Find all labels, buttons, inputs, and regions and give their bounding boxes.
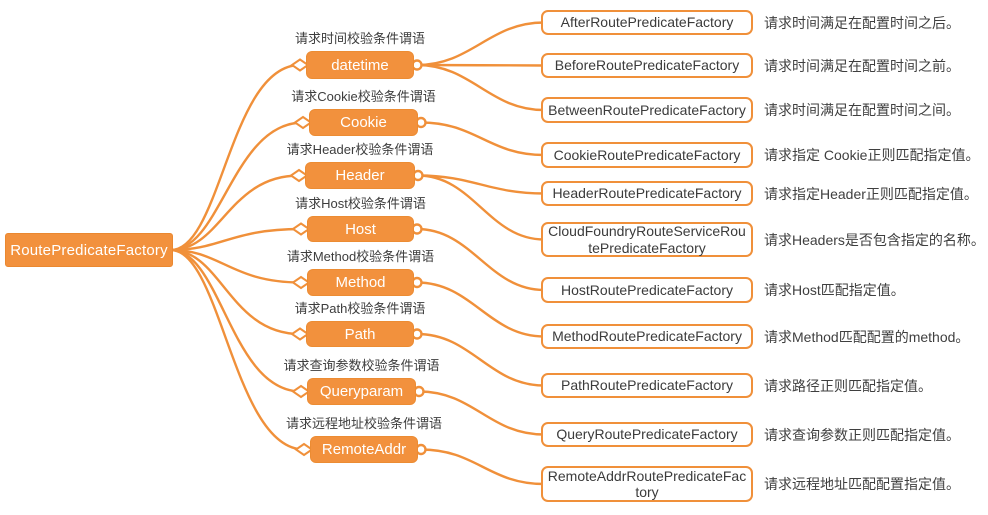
factory-node: PathRoutePredicateFactory: [541, 373, 753, 398]
branch-tag: 请求Header校验条件谓语: [286, 142, 434, 157]
edge-curve: [169, 174, 301, 252]
branch-node: Method: [307, 269, 414, 296]
factory-node: BetweenRoutePredicateFactory: [541, 97, 753, 123]
edge-curve: [415, 332, 546, 387]
factory-node: MethodRoutePredicateFactory: [541, 324, 753, 349]
root-node: RoutePredicateFactory: [5, 233, 173, 267]
edge-curve: [415, 227, 546, 292]
edge-curve: [169, 63, 302, 252]
edge-curve: [415, 281, 546, 338]
factory-desc: 请求远程地址匹配配置指定值。: [764, 476, 960, 492]
branch-node: Header: [305, 162, 415, 189]
branch-tag: 请求Method校验条件谓语: [286, 249, 435, 264]
branch-tag: 请求查询参数校验条件谓语: [283, 358, 440, 373]
branch-node: datetime: [306, 51, 414, 79]
branch-node: Cookie: [309, 109, 418, 136]
factory-node: QueryRoutePredicateFactory: [541, 422, 753, 447]
edge-curve: [415, 63, 546, 67]
branch-tag: 请求时间校验条件谓语: [294, 31, 426, 46]
factory-node: AfterRoutePredicateFactory: [541, 10, 753, 35]
edge-curve: [419, 121, 546, 157]
branch-tag: 请求Cookie校验条件谓语: [291, 89, 436, 104]
factory-desc: 请求查询参数正则匹配指定值。: [764, 426, 960, 443]
edge-curve: [169, 248, 303, 393]
branch-node: Queryparam: [307, 378, 416, 405]
edge-curve: [416, 174, 546, 195]
factory-desc: 请求Method匹配配置的method。: [764, 328, 970, 345]
branch-tag: 请求远程地址校验条件谓语: [285, 416, 443, 431]
factory-desc: 请求时间满足在配置时间之后。: [764, 14, 960, 31]
edge-curve: [169, 227, 303, 252]
factory-node: HeaderRoutePredicateFactory: [541, 181, 753, 206]
branch-tag: 请求Host校验条件谓语: [295, 196, 426, 211]
branch-node: RemoteAddr: [310, 436, 418, 463]
factory-desc: 请求指定 Cookie正则匹配指定值。: [764, 147, 980, 163]
edge-curve: [417, 390, 546, 436]
edge-curve: [169, 248, 302, 336]
factory-desc: 请求时间满足在配置时间之间。: [764, 102, 960, 118]
factory-node: RemoteAddrRoutePredicateFactory: [541, 466, 753, 502]
branch-node: Host: [307, 216, 414, 242]
factory-node: BeforeRoutePredicateFactory: [541, 53, 753, 78]
factory-desc: 请求路径正则匹配指定值。: [764, 377, 932, 394]
branch-node: Path: [306, 321, 414, 347]
edge-curve: [419, 448, 546, 486]
factory-node: CloudFoundryRouteServiceRoutePredicateFa…: [541, 222, 753, 257]
factory-desc: 请求时间满足在配置时间之前。: [764, 57, 960, 74]
factory-desc: 请求指定Header正则匹配指定值。: [764, 185, 978, 202]
edge-curve: [169, 121, 305, 252]
factory-node: CookieRoutePredicateFactory: [541, 142, 753, 168]
edge-curve: [415, 63, 546, 112]
edge-curve: [416, 174, 546, 241]
factory-desc: 请求Headers是否包含指定的名称。: [764, 231, 985, 248]
edge-curve: [169, 248, 303, 284]
edge-curve: [415, 21, 546, 67]
edge-curve: [169, 248, 306, 451]
branch-tag: 请求Path校验条件谓语: [294, 301, 426, 316]
factory-node: HostRoutePredicateFactory: [541, 277, 753, 303]
factory-desc: 请求Host匹配指定值。: [764, 282, 905, 298]
